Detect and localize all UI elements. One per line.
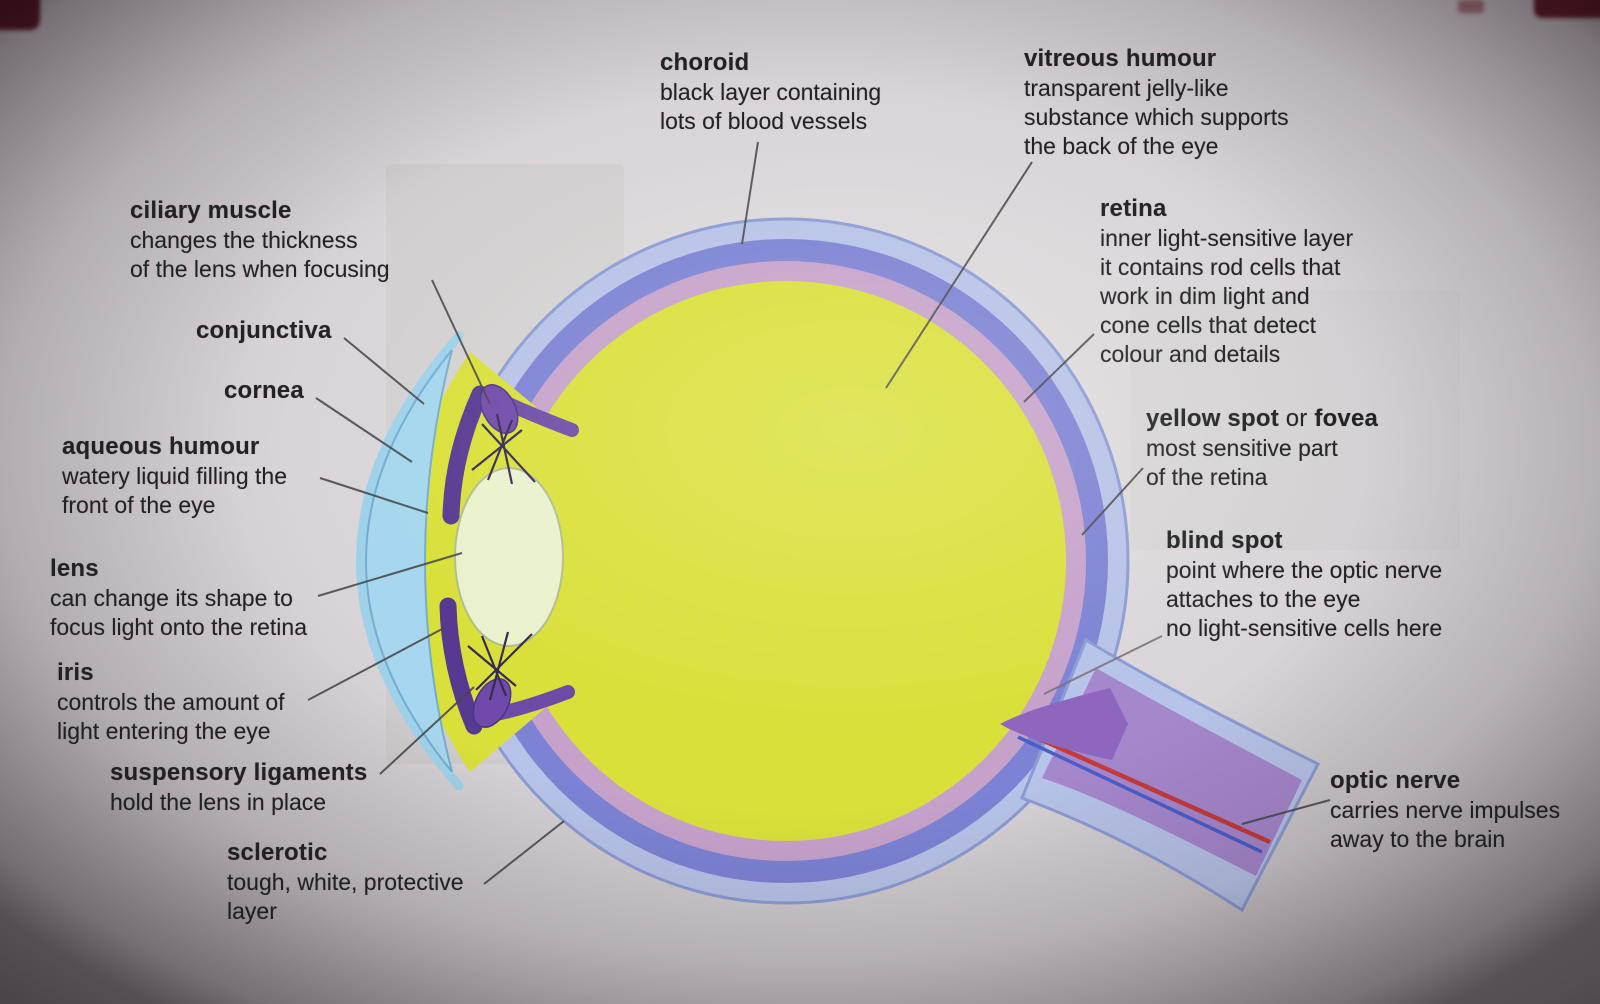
label-lens: lens can change its shape to focus light… (50, 554, 307, 642)
label-aqueous-humour-title: aqueous humour (62, 433, 260, 460)
label-cornea: cornea (224, 376, 304, 406)
label-iris: iris controls the amount of light enteri… (57, 658, 285, 746)
label-conjunctiva: conjunctiva (196, 316, 332, 346)
label-suspensory-ligaments-desc: hold the lens in place (110, 789, 327, 815)
label-yellow-spot-desc: most sensitive part of the retina (1146, 435, 1338, 490)
vitreous-humour-shape (506, 281, 1066, 841)
label-blind-spot-title: blind spot (1166, 527, 1283, 554)
lens-shape (454, 467, 564, 647)
label-ciliary-muscle-desc: changes the thickness of the lens when f… (130, 227, 390, 282)
label-optic-nerve-title: optic nerve (1330, 767, 1461, 794)
label-aqueous-humour-desc: watery liquid filling the front of the e… (62, 463, 288, 518)
label-retina-title: retina (1100, 195, 1167, 222)
label-lens-desc: can change its shape to focus light onto… (50, 585, 307, 640)
label-blind-spot: blind spot point where the optic nerve a… (1166, 526, 1442, 643)
label-retina-desc: inner light-sensitive layer it contains … (1100, 225, 1354, 367)
label-vitreous-humour-desc: transparent jelly-like substance which s… (1024, 75, 1289, 159)
label-retina: retina inner light-sensitive layer it co… (1100, 194, 1353, 369)
label-ciliary-muscle-title: ciliary muscle (130, 197, 292, 224)
label-iris-title: iris (57, 659, 94, 686)
label-optic-nerve-desc: carries nerve impulses away to the brain (1330, 797, 1561, 852)
label-yellow-spot-or: or (1278, 405, 1315, 432)
label-sclerotic-desc: tough, white, protective layer (227, 869, 464, 924)
label-cornea-title: cornea (224, 377, 304, 404)
label-lens-title: lens (50, 555, 99, 582)
label-choroid-title: choroid (660, 49, 750, 76)
label-yellow-spot-bold1: yellow spot (1146, 405, 1279, 432)
label-suspensory-ligaments-title: suspensory ligaments (110, 759, 368, 786)
label-iris-desc: controls the amount of light entering th… (57, 689, 285, 744)
label-choroid: choroid black layer containing lots of b… (660, 48, 881, 136)
leader-sclerotic (483, 820, 565, 885)
label-sclerotic-title: sclerotic (227, 839, 328, 866)
leader-conjunctiva (343, 337, 425, 405)
label-sclerotic: sclerotic tough, white, protective layer (227, 838, 464, 926)
label-vitreous-humour-title: vitreous humour (1024, 45, 1217, 72)
label-yellow-spot: yellow spot or fovea most sensitive part… (1146, 404, 1378, 492)
label-suspensory-ligaments: suspensory ligaments hold the lens in pl… (110, 758, 367, 817)
label-choroid-desc: black layer containing lots of blood ves… (660, 79, 882, 134)
label-optic-nerve: optic nerve carries nerve impulses away … (1330, 766, 1560, 854)
label-yellow-spot-bold2: fovea (1314, 405, 1379, 432)
label-yellow-spot-title: yellow spot or fovea (1146, 404, 1378, 434)
label-ciliary-muscle: ciliary muscle changes the thickness of … (130, 196, 390, 284)
label-conjunctiva-title: conjunctiva (196, 317, 332, 344)
label-blind-spot-desc: point where the optic nerve attaches to … (1166, 557, 1443, 641)
label-aqueous-humour: aqueous humour watery liquid filling the… (62, 432, 287, 520)
label-vitreous-humour: vitreous humour transparent jelly-like s… (1024, 44, 1289, 161)
